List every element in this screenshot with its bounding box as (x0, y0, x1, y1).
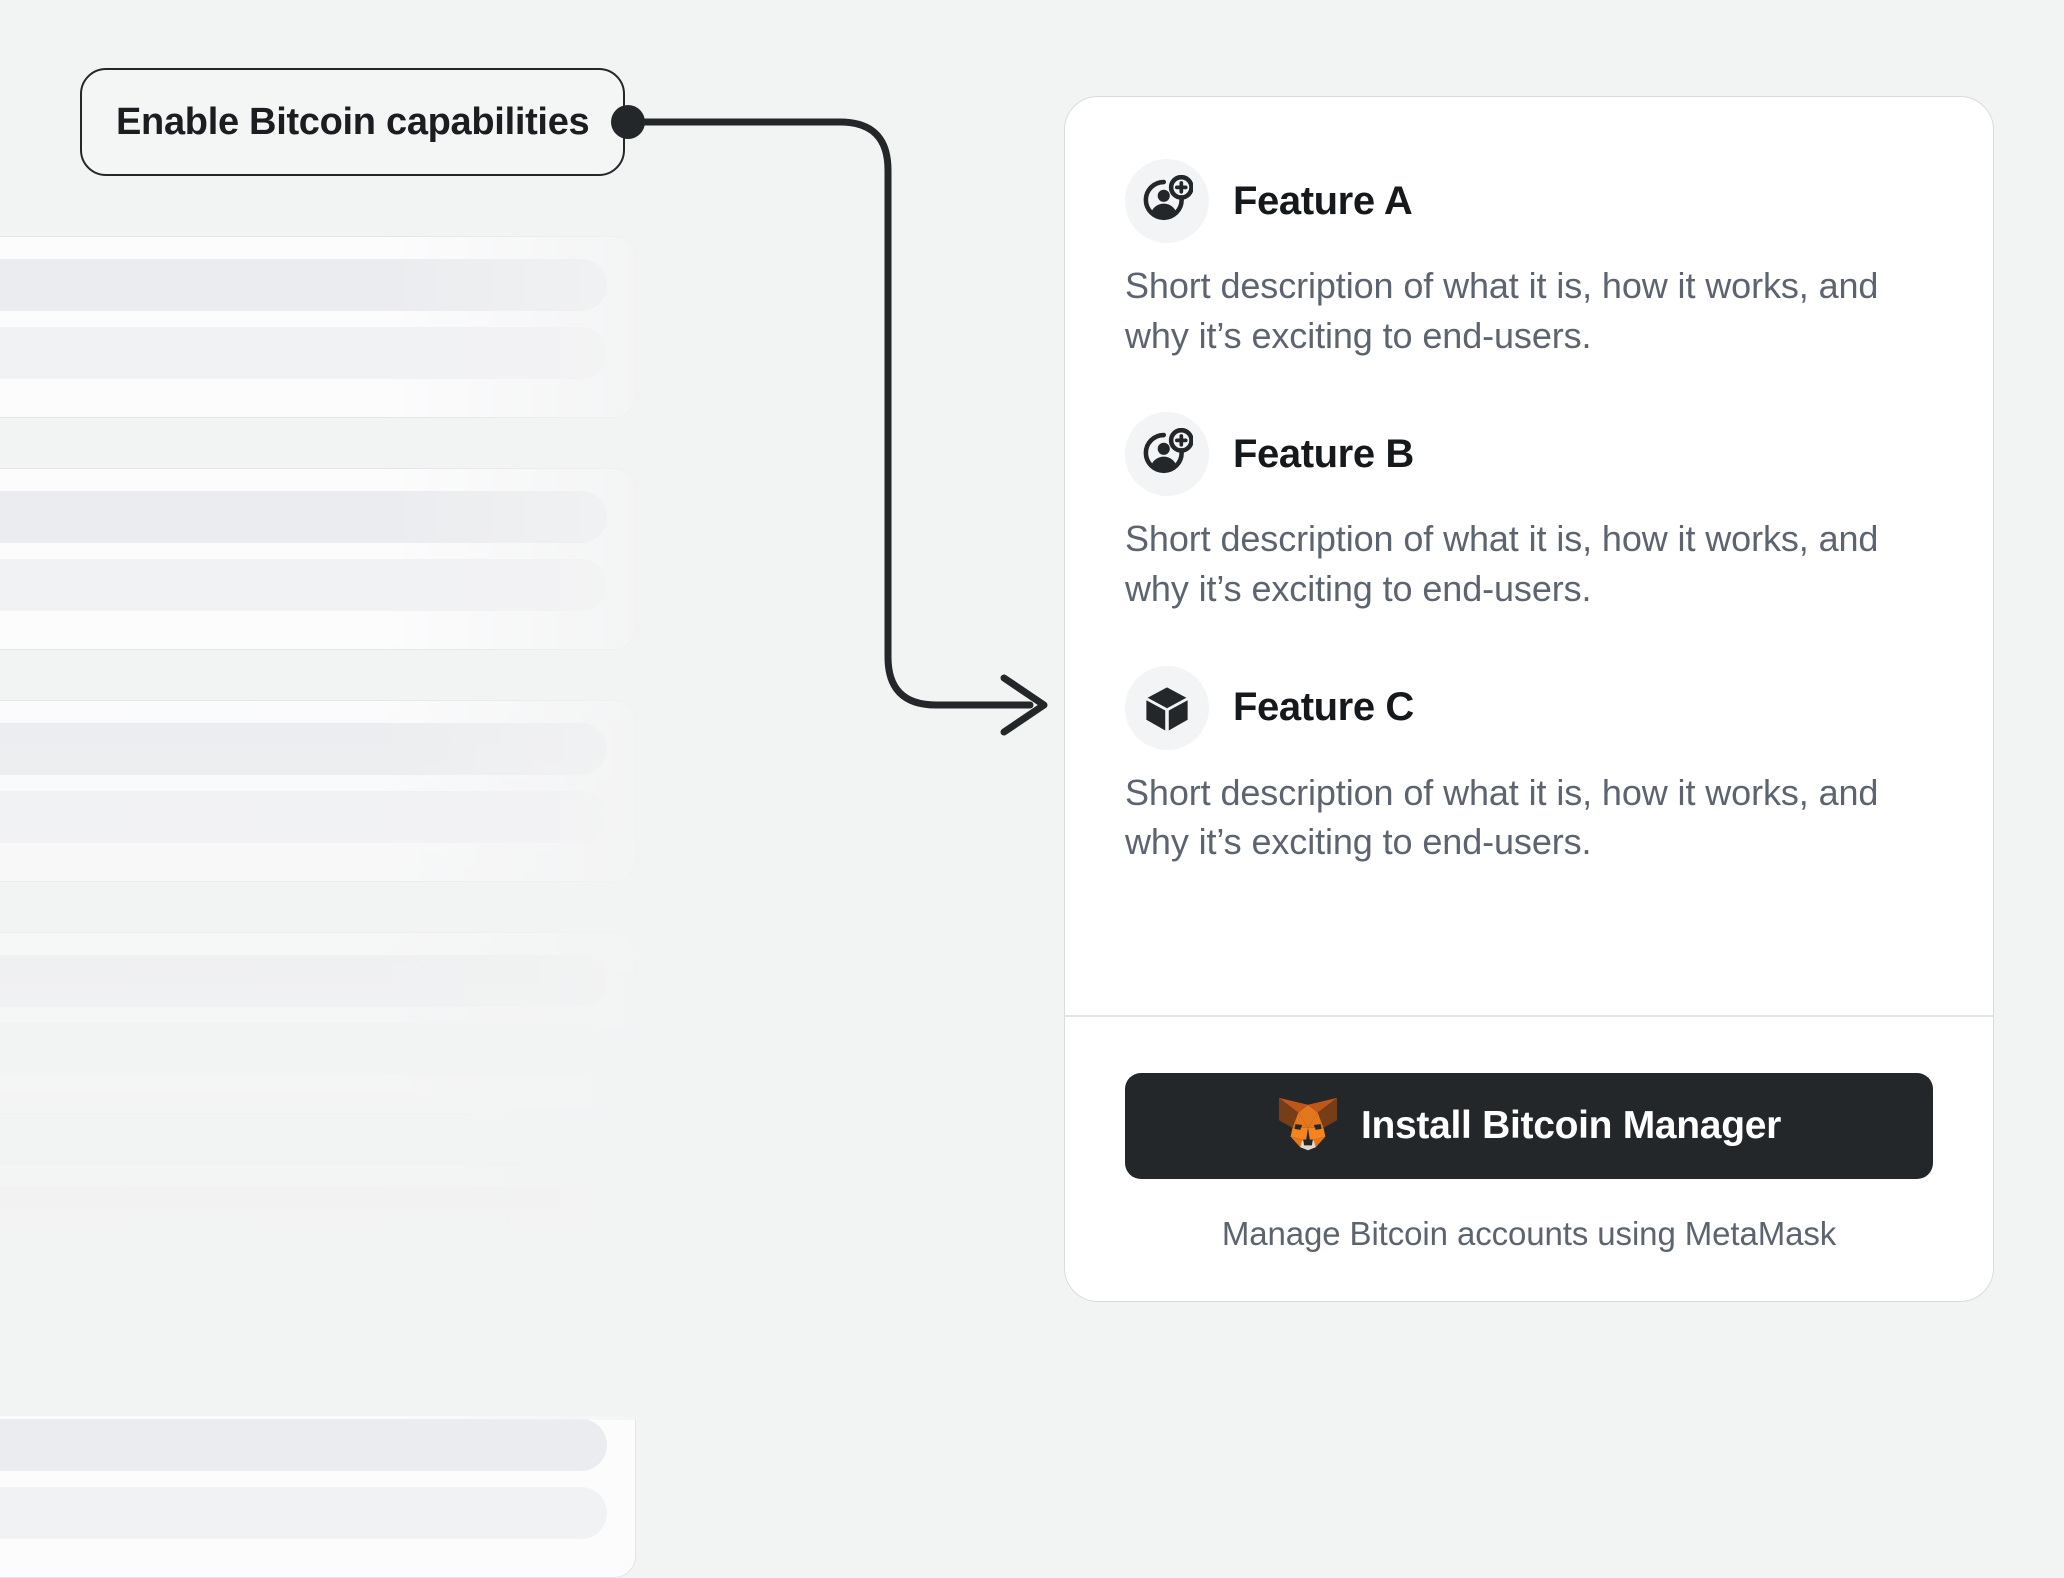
metamask-fox-icon (1277, 1096, 1339, 1156)
skeleton-bar (0, 259, 607, 311)
skeleton-card (0, 1164, 636, 1346)
cube-icon-glyph (1146, 687, 1188, 731)
feature-title: Feature C (1233, 685, 1414, 730)
add-account-icon-glyph (1143, 428, 1193, 474)
install-button-label: Install Bitcoin Manager (1360, 1104, 1781, 1147)
connector-path (624, 118, 1034, 709)
skeleton-bar (0, 1487, 607, 1539)
add-account-icon (1125, 159, 1209, 243)
feature-description: Short description of what it is, how it … (1125, 265, 1879, 356)
skeleton-card (0, 700, 636, 882)
feature-description: Short description of what it is, how it … (1125, 518, 1879, 610)
skeleton-card (0, 1396, 636, 1578)
skeleton-bar (0, 327, 607, 379)
annotation-label: Enable Bitcoin capabilities (80, 68, 626, 176)
metamask-fox-icon-glyph (1278, 1097, 1338, 1151)
annotation-label-text: Enable Bitcoin capabilities (116, 100, 590, 143)
skeleton-bar (0, 955, 607, 1007)
install-bitcoin-manager-button[interactable]: Install Bitcoin Manager (1125, 1073, 1933, 1179)
skeleton-bar (0, 1023, 607, 1075)
feature-description: Short description of what it is, how it … (1125, 771, 1879, 863)
feature-card: Feature A Short description of what it i… (1064, 96, 1994, 1302)
feature-item: Feature A Short description of what it i… (1125, 159, 1933, 360)
cube-icon (1125, 665, 1209, 750)
skeleton-bar (0, 491, 607, 543)
feature-header: Feature C (1125, 665, 1933, 750)
background-skeleton-list (0, 236, 636, 1578)
skeleton-bar (0, 791, 607, 843)
feature-title: Feature B (1233, 431, 1414, 476)
feature-item: Feature C Short description of what it i… (1125, 665, 1933, 867)
skeleton-card (0, 236, 636, 418)
skeleton-card (0, 468, 636, 650)
card-footer: Install Bitcoin Manager Manage Bitcoin a… (1065, 1017, 1993, 1301)
skeleton-bar (0, 723, 607, 775)
feature-header: Feature A (1125, 159, 1933, 243)
skeleton-bar (0, 559, 607, 611)
card-divider (1065, 1015, 1993, 1017)
feature-header: Feature B (1125, 412, 1933, 497)
install-caption: Manage Bitcoin accounts using MetaMask (1221, 1215, 1837, 1252)
skeleton-bar (0, 1187, 607, 1239)
add-account-icon-glyph (1143, 175, 1193, 221)
arrow-right-icon (1000, 674, 1048, 736)
feature-item: Feature B Short description of what it i… (1125, 412, 1933, 613)
feature-list: Feature A Short description of what it i… (1065, 97, 1993, 1015)
add-account-icon (1125, 412, 1209, 497)
feature-title: Feature A (1233, 178, 1413, 223)
skeleton-bar (0, 1419, 607, 1471)
skeleton-bar (0, 1255, 607, 1307)
skeleton-card (0, 932, 636, 1114)
